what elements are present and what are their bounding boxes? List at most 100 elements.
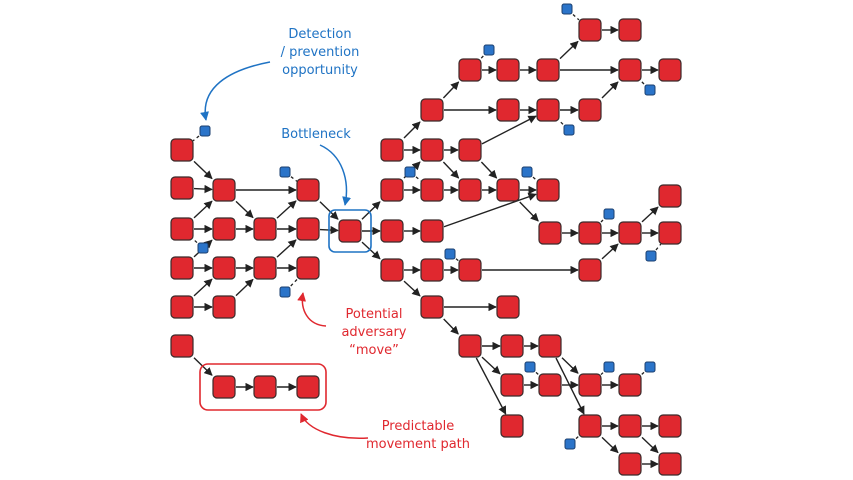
edge-arrow	[193, 200, 213, 219]
detection-point	[483, 44, 495, 56]
bottleneck-arrow	[319, 144, 351, 206]
edge-arrow	[601, 243, 619, 260]
network-node	[212, 375, 236, 399]
edge-arrow	[519, 201, 539, 222]
detection-link	[600, 372, 604, 376]
network-node	[658, 184, 682, 208]
detection-point	[521, 166, 533, 178]
detection-link	[532, 176, 538, 182]
network-node	[578, 373, 602, 397]
edge-arrow	[276, 239, 297, 258]
edge-arrow	[276, 200, 297, 219]
detection-point	[197, 242, 209, 254]
network-node	[578, 18, 602, 42]
edge-arrow	[193, 160, 213, 180]
network-node	[458, 334, 482, 358]
edge-arrow	[403, 280, 421, 297]
edge-arrow	[601, 81, 619, 99]
detection-link	[455, 258, 460, 262]
detection-point	[564, 438, 576, 450]
network-node	[170, 334, 194, 358]
svg-text:Detection: Detection	[288, 27, 351, 42]
network-node	[496, 98, 520, 122]
detection-points	[197, 3, 657, 450]
network-node	[458, 178, 482, 202]
detection-point	[603, 208, 615, 220]
network-node	[420, 98, 444, 122]
network-node	[618, 58, 642, 82]
edge-arrow	[559, 40, 579, 60]
edge-arrow	[442, 161, 460, 179]
detection-point	[561, 3, 573, 15]
network-node	[296, 178, 320, 202]
edge-arrow	[235, 278, 254, 297]
network-node	[578, 414, 602, 438]
detection-point	[603, 361, 615, 373]
network-node	[296, 217, 320, 241]
network-node	[420, 295, 444, 319]
detection-label: Detection / prevention opportunity	[281, 27, 360, 78]
detection-link	[640, 371, 645, 376]
detection-point	[404, 166, 416, 178]
network-node	[458, 58, 482, 82]
network-node	[578, 98, 602, 122]
predictable-path-highlight	[199, 363, 327, 411]
network-node	[296, 256, 320, 280]
edges	[193, 25, 659, 469]
network-node	[658, 414, 682, 438]
network-node	[458, 258, 482, 282]
detection-point	[444, 248, 456, 260]
detection-point	[563, 124, 575, 136]
network-node	[496, 295, 520, 319]
edge-arrow	[475, 357, 507, 415]
edge-arrow	[443, 192, 537, 228]
network-node	[296, 375, 320, 399]
network-node	[658, 452, 682, 476]
edge-arrow	[442, 81, 460, 99]
network-node	[170, 295, 194, 319]
edge-arrow	[555, 357, 585, 415]
network-node	[380, 258, 404, 282]
edge-arrow	[601, 436, 619, 454]
detection-links	[192, 13, 662, 440]
edge-arrow	[481, 115, 537, 145]
network-node	[658, 221, 682, 245]
network-node	[578, 221, 602, 245]
edge-arrow	[561, 357, 579, 374]
edge-arrow	[641, 436, 659, 454]
detection-link	[655, 243, 662, 251]
network-node	[618, 18, 642, 42]
detection-link	[600, 219, 604, 223]
edge-arrow	[641, 206, 659, 223]
network-node	[500, 334, 524, 358]
detection-link	[290, 176, 298, 182]
network-node	[500, 373, 524, 397]
network-node	[536, 58, 560, 82]
detection-link	[290, 278, 298, 287]
detection-link	[558, 120, 564, 125]
network-node	[338, 219, 362, 243]
svg-text:opportunity: opportunity	[282, 63, 358, 78]
edge-arrow	[480, 161, 498, 179]
network-node	[420, 258, 444, 282]
adversary-label: Potential adversary “move”	[341, 307, 406, 358]
network-node	[618, 373, 642, 397]
network-node	[500, 414, 524, 438]
detection-point	[279, 166, 291, 178]
network-node	[618, 452, 642, 476]
network-node	[212, 295, 236, 319]
edge-arrow	[443, 318, 459, 335]
edge-arrow	[361, 241, 381, 260]
network-node	[658, 58, 682, 82]
edge-arrow	[193, 278, 213, 297]
edge-arrow	[193, 184, 213, 194]
network-node	[380, 138, 404, 162]
predictable-label: Predictable movement path	[366, 419, 470, 452]
network-node	[380, 219, 404, 243]
network-node	[420, 178, 444, 202]
bottleneck-label: Bottleneck	[281, 127, 351, 142]
edge-arrow	[361, 201, 381, 220]
network-node	[538, 373, 562, 397]
network-node	[538, 334, 562, 358]
